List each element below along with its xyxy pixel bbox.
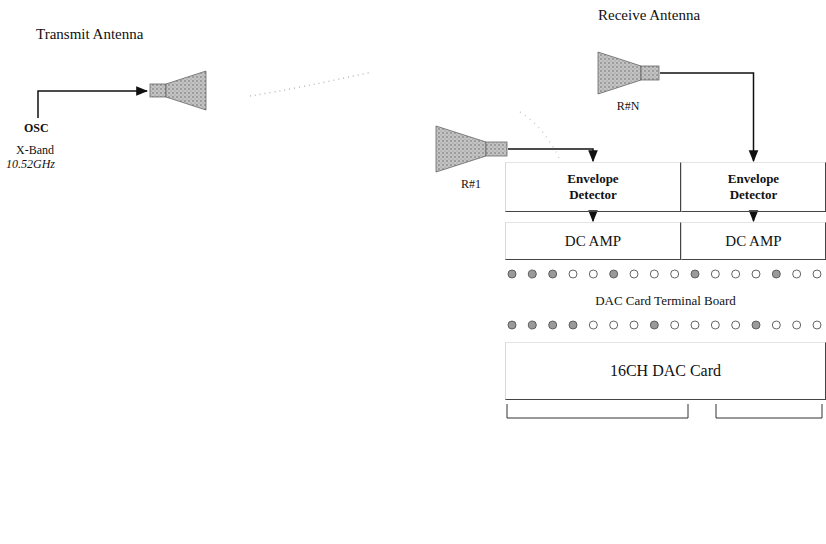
terminal-screw xyxy=(569,270,577,278)
receive-horn: R#N xyxy=(596,50,660,124)
terminal-screw xyxy=(610,321,618,329)
node-text: DAC Card Terminal Board xyxy=(595,293,736,309)
terminal-screw xyxy=(569,321,577,329)
horn-antenna xyxy=(434,124,508,174)
waveguide xyxy=(486,142,507,156)
transmit-horn xyxy=(150,71,206,110)
terminal-screw xyxy=(711,270,719,278)
amplifier-box: DC AMP xyxy=(505,222,681,260)
terminal-screw xyxy=(630,321,638,329)
band-name: X-Band xyxy=(16,143,54,158)
signal-wire xyxy=(592,212,594,221)
card-bracket xyxy=(507,404,822,418)
antenna-title: Transmit Antenna xyxy=(36,26,143,43)
terminal-screw xyxy=(772,321,780,329)
node-text: R#N xyxy=(617,99,640,114)
horn-flare xyxy=(436,126,486,172)
signal-wire xyxy=(753,212,755,221)
terminal-screw xyxy=(528,270,536,278)
receive-horn: R#1 xyxy=(434,124,508,200)
terminal-screw xyxy=(650,321,658,329)
signal-wire xyxy=(660,73,754,161)
dac-card: 16CH DAC Card xyxy=(505,342,826,400)
node-text: DC AMP xyxy=(725,233,781,250)
node-text: 16CH DAC Card xyxy=(610,362,721,380)
terminal-screw xyxy=(691,270,699,278)
terminal-screw xyxy=(732,321,740,329)
node-text: R#1 xyxy=(461,177,481,192)
terminal-screw xyxy=(732,270,740,278)
waveguide xyxy=(641,66,659,80)
terminal-board: DAC Card Terminal Board xyxy=(505,268,826,334)
node-text: Envelope Detector xyxy=(557,171,629,203)
terminal-screw xyxy=(793,321,801,329)
terminal-screw xyxy=(772,270,780,278)
terminal-screw xyxy=(752,270,760,278)
detector-box: Envelope Detector xyxy=(505,162,681,212)
terminal-screw xyxy=(630,270,638,278)
terminal-screw xyxy=(813,321,821,329)
signal-wire xyxy=(508,149,593,161)
terminal-screw xyxy=(752,321,760,329)
terminal-screw xyxy=(549,270,557,278)
horn-flare xyxy=(598,52,641,94)
detector-box: Envelope Detector xyxy=(681,162,826,212)
terminal-screw xyxy=(589,321,597,329)
terminal-screw xyxy=(610,270,618,278)
terminal-screw xyxy=(671,270,679,278)
terminal-screw xyxy=(549,321,557,329)
horn-antenna xyxy=(596,50,660,96)
wave-trace xyxy=(520,112,560,160)
signal-name: OSC xyxy=(24,121,49,136)
terminal-screw xyxy=(589,270,597,278)
terminal-screw xyxy=(691,321,699,329)
amplifier-box: DC AMP xyxy=(681,222,826,260)
wave-trace xyxy=(250,72,372,96)
terminal-screw xyxy=(671,321,679,329)
osc-wire xyxy=(38,91,147,118)
terminal-screw xyxy=(793,270,801,278)
terminal-screw xyxy=(528,321,536,329)
terminal-screw xyxy=(813,270,821,278)
node-text: DC AMP xyxy=(565,233,621,250)
terminal-screw xyxy=(508,321,516,329)
antenna-title: Receive Antenna xyxy=(598,7,700,24)
frequency-value: 10.52GHz xyxy=(6,157,55,172)
terminal-screw xyxy=(650,270,658,278)
terminal-screw xyxy=(508,270,516,278)
terminal-screw xyxy=(711,321,719,329)
node-text: Envelope Detector xyxy=(718,171,790,203)
